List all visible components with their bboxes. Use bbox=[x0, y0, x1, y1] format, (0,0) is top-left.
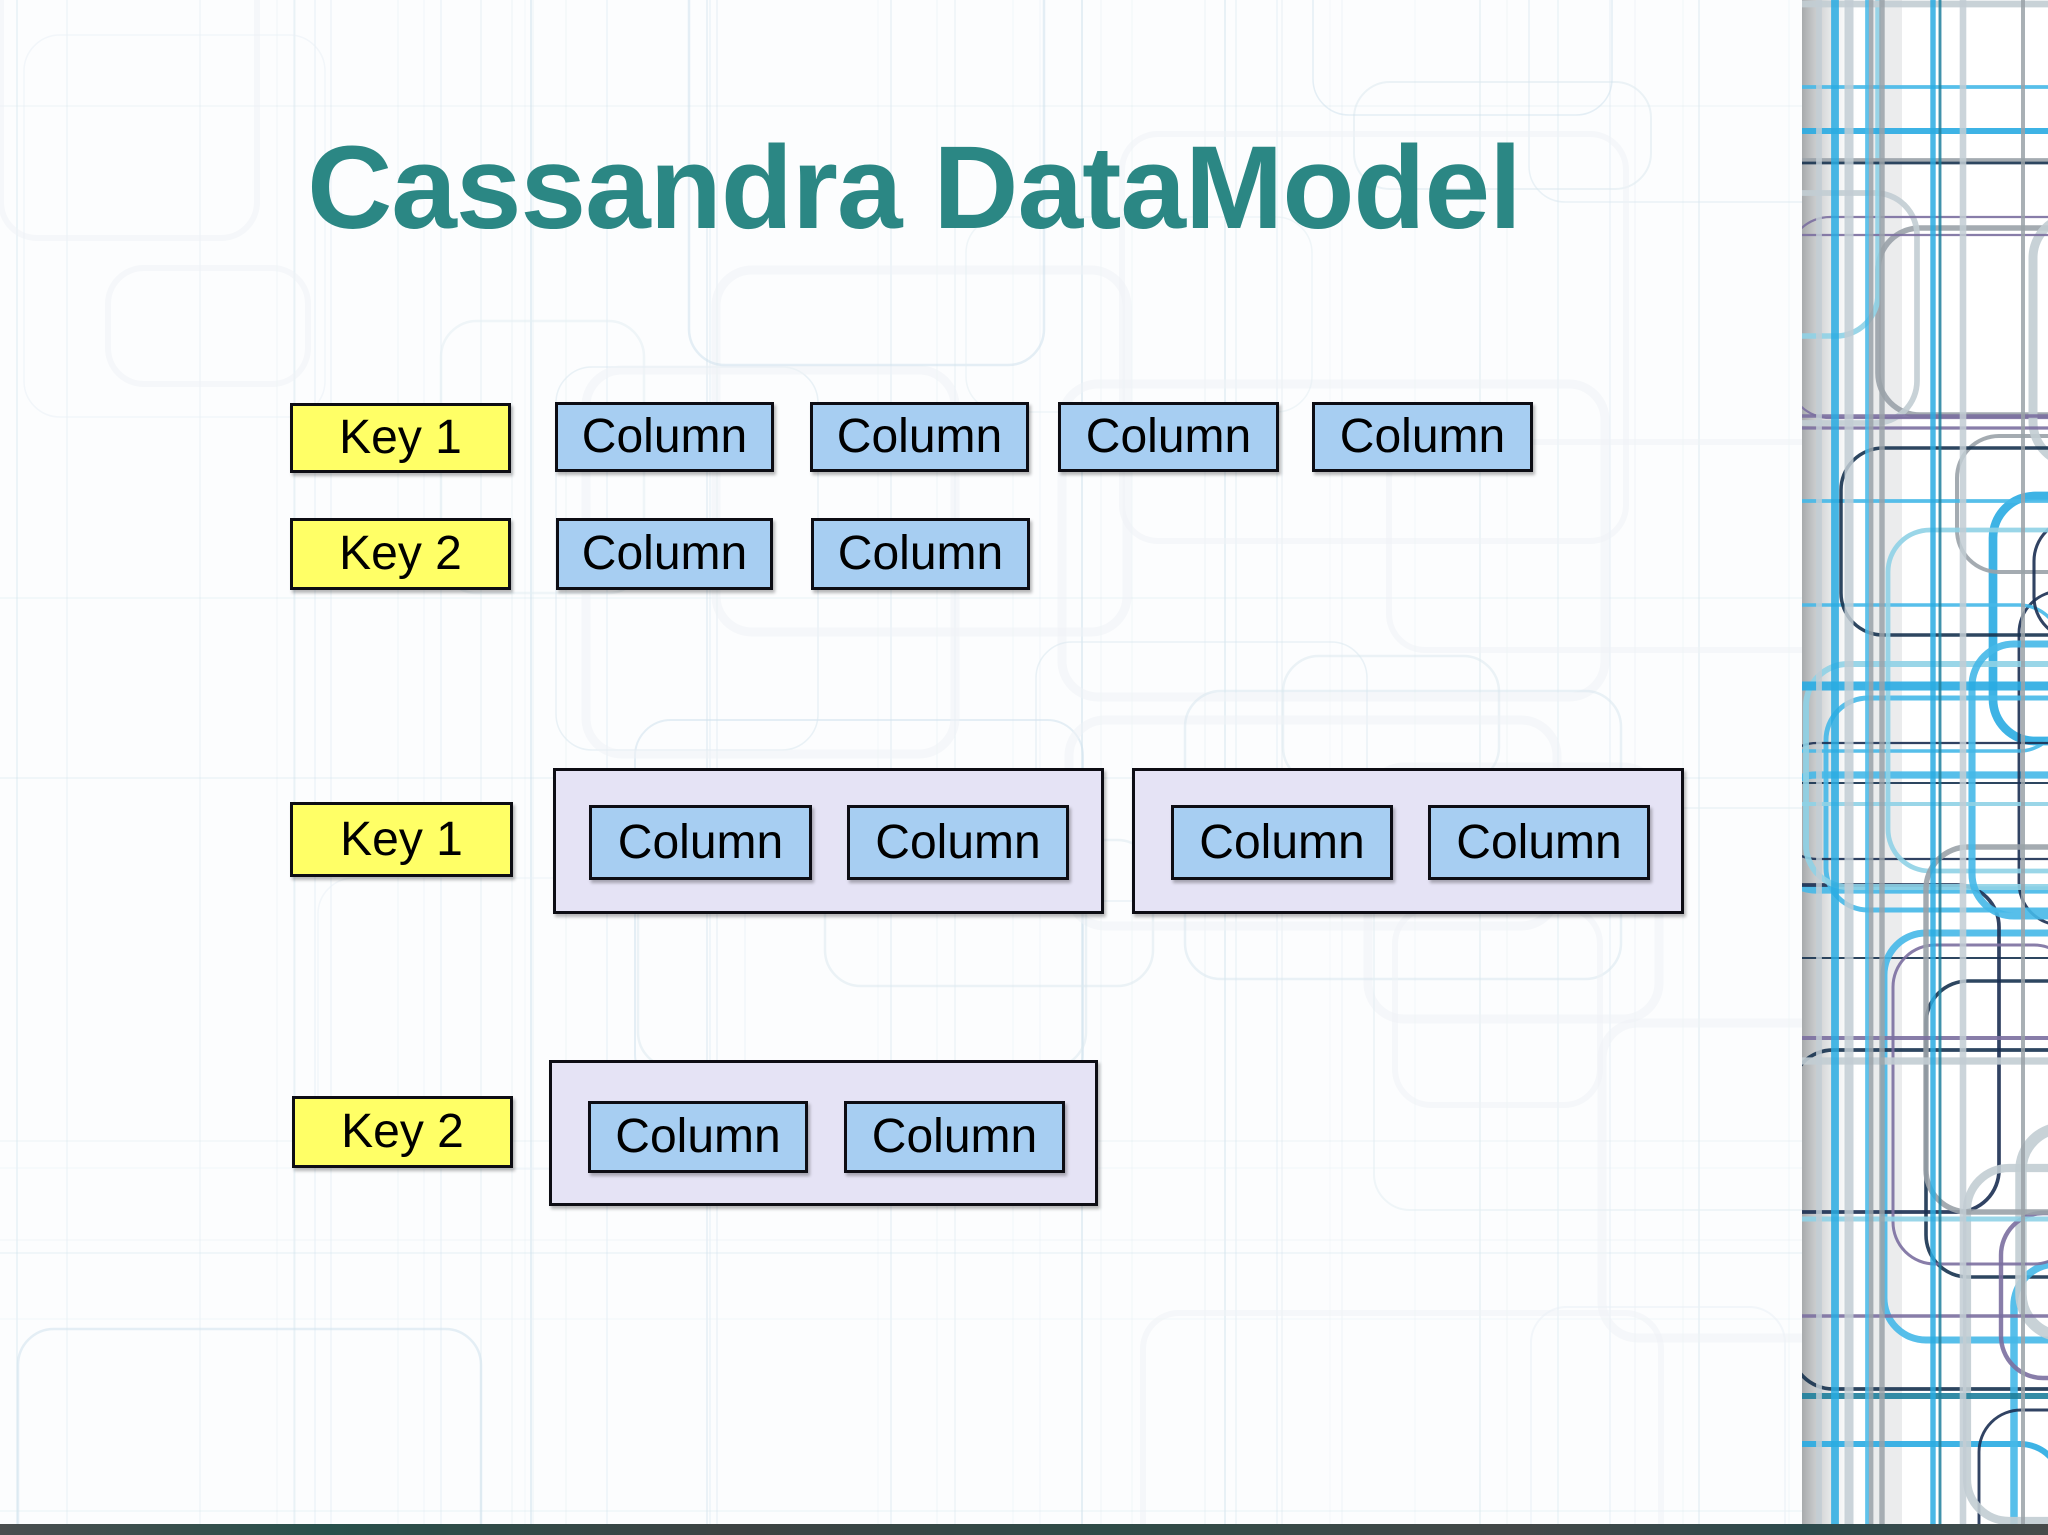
key-label: Key 1 bbox=[340, 812, 463, 866]
column-box: Column bbox=[844, 1101, 1065, 1173]
column-box: Column bbox=[811, 518, 1030, 590]
key-box: Key 2 bbox=[290, 518, 511, 590]
column-label: Column bbox=[871, 1110, 1038, 1163]
supercolumn-group: Column Column bbox=[1132, 768, 1684, 914]
supercolumn-group: Column Column bbox=[549, 1060, 1098, 1206]
column-box: Column bbox=[1058, 402, 1279, 472]
column-label: Column bbox=[836, 410, 1003, 463]
key-label: Key 1 bbox=[339, 411, 462, 464]
column-box: Column bbox=[555, 402, 774, 472]
column-box: Column bbox=[1312, 402, 1533, 472]
column-box: Column bbox=[556, 518, 773, 590]
key-box: Key 2 bbox=[292, 1096, 513, 1168]
column-box: Column bbox=[1171, 805, 1393, 880]
column-box: Column bbox=[810, 402, 1029, 472]
column-box: Column bbox=[847, 805, 1069, 880]
key-box: Key 1 bbox=[290, 403, 511, 473]
column-label: Column bbox=[1199, 815, 1365, 869]
slide-title: Cassandra DataModel bbox=[307, 122, 1522, 254]
key-box: Key 1 bbox=[290, 802, 513, 877]
column-label: Column bbox=[581, 410, 748, 463]
column-label: Column bbox=[837, 527, 1004, 580]
column-label: Column bbox=[581, 527, 748, 580]
column-label: Column bbox=[1085, 410, 1252, 463]
column-label: Column bbox=[1456, 815, 1622, 869]
column-label: Column bbox=[615, 1110, 781, 1163]
column-label: Column bbox=[1339, 410, 1506, 463]
column-box: Column bbox=[589, 805, 812, 880]
bottom-accent-bar bbox=[0, 1524, 2048, 1535]
key-label: Key 2 bbox=[341, 1105, 464, 1158]
column-label: Column bbox=[617, 815, 784, 869]
key-label: Key 2 bbox=[339, 527, 462, 580]
column-box: Column bbox=[588, 1101, 808, 1173]
supercolumn-group: Column Column bbox=[553, 768, 1104, 914]
column-label: Column bbox=[875, 815, 1041, 869]
column-box: Column bbox=[1428, 805, 1650, 880]
